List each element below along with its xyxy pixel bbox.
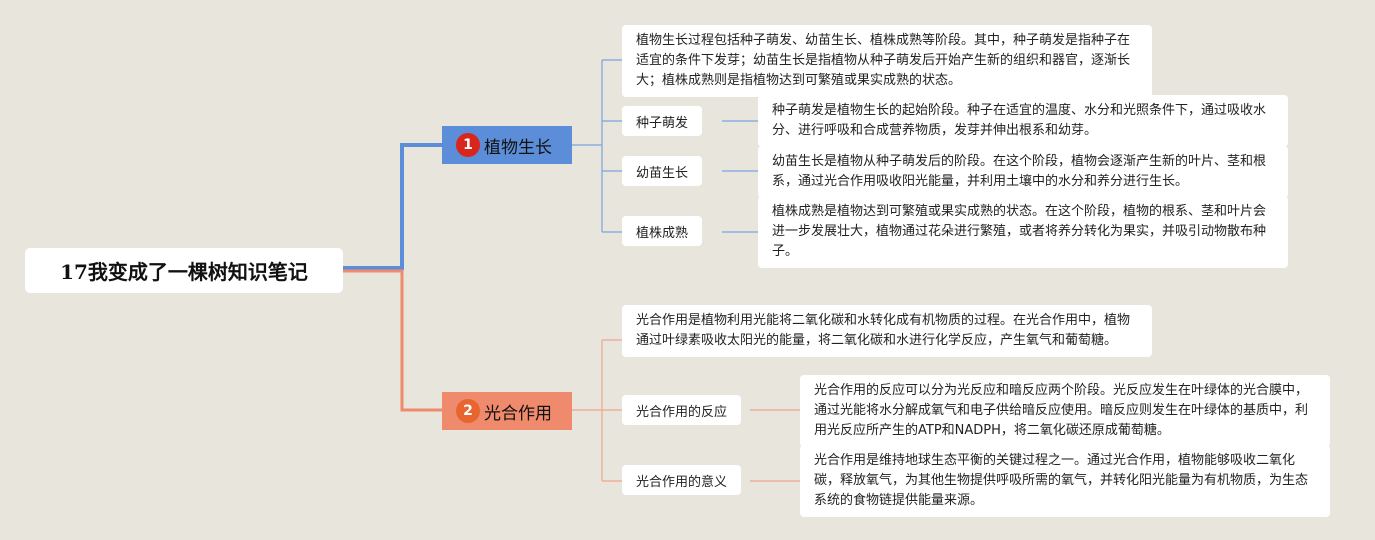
detail-seed-germination[interactable]: 种子萌发是植物生长的起始阶段。种子在适宜的温度、水分和光照条件下，通过吸收水分、… bbox=[758, 95, 1288, 147]
topic-photosynthesis-significance[interactable]: 光合作用的意义 bbox=[622, 465, 742, 495]
root-title: 17我变成了一棵树知识笔记 bbox=[60, 260, 308, 284]
topic-seed-germination[interactable]: 种子萌发 bbox=[622, 106, 703, 136]
link-root-branch1 bbox=[343, 143, 442, 270]
link-root-branch2 bbox=[343, 269, 442, 412]
topic-label: 光合作用的意义 bbox=[636, 474, 728, 490]
link-branch1-items bbox=[572, 59, 622, 233]
topic-seedling-growth[interactable]: 幼苗生长 bbox=[622, 156, 703, 186]
link-branch2-items bbox=[572, 339, 622, 482]
detail-text: 光合作用的反应可以分为光反应和暗反应两个阶段。光反应发生在叶绿体的光合膜中，通过… bbox=[814, 383, 1309, 438]
branch-plant-growth[interactable]: 1 植物生长 bbox=[442, 126, 572, 164]
branch-label: 光合作用 bbox=[484, 403, 552, 424]
detail-text: 光合作用是维持地球生态平衡的关键过程之一。通过光合作用，植物能够吸收二氧化碳，释… bbox=[814, 453, 1309, 508]
detail-seedling-growth[interactable]: 幼苗生长是植物从种子萌发后的阶段。在这个阶段，植物会逐渐产生新的叶片、茎和根系，… bbox=[758, 146, 1288, 198]
detail-photosynthesis-significance[interactable]: 光合作用是维持地球生态平衡的关键过程之一。通过光合作用，植物能够吸收二氧化碳，释… bbox=[800, 445, 1330, 517]
branch-photosynthesis[interactable]: 2 光合作用 bbox=[442, 392, 572, 430]
summary-plant-growth[interactable]: 植物生长过程包括种子萌发、幼苗生长、植株成熟等阶段。其中，种子萌发是指种子在适宜… bbox=[622, 25, 1152, 97]
topic-label: 光合作用的反应 bbox=[636, 404, 728, 420]
detail-photosynthesis-reaction[interactable]: 光合作用的反应可以分为光反应和暗反应两个阶段。光反应发生在叶绿体的光合膜中，通过… bbox=[800, 375, 1330, 447]
summary-photosynthesis[interactable]: 光合作用是植物利用光能将二氧化碳和水转化成有机物质的过程。在光合作用中，植物通过… bbox=[622, 305, 1152, 357]
detail-text: 种子萌发是植物生长的起始阶段。种子在适宜的温度、水分和光照条件下，通过吸收水分、… bbox=[772, 103, 1267, 138]
topic-label: 植株成熟 bbox=[636, 225, 689, 241]
topic-plant-maturity[interactable]: 植株成熟 bbox=[622, 216, 703, 246]
branch-label: 植物生长 bbox=[484, 137, 552, 158]
topic-label: 幼苗生长 bbox=[636, 165, 689, 181]
summary-text: 光合作用是植物利用光能将二氧化碳和水转化成有机物质的过程。在光合作用中，植物通过… bbox=[636, 313, 1131, 348]
detail-text: 幼苗生长是植物从种子萌发后的阶段。在这个阶段，植物会逐渐产生新的叶片、茎和根系，… bbox=[772, 154, 1267, 189]
topic-photosynthesis-reaction[interactable]: 光合作用的反应 bbox=[622, 395, 742, 425]
topic-label: 种子萌发 bbox=[636, 115, 689, 131]
detail-text: 植株成熟是植物达到可繁殖或果实成熟的状态。在这个阶段，植物的根系、茎和叶片会进一… bbox=[772, 204, 1267, 259]
number-badge-2: 2 bbox=[456, 399, 480, 423]
detail-plant-maturity[interactable]: 植株成熟是植物达到可繁殖或果实成熟的状态。在这个阶段，植物的根系、茎和叶片会进一… bbox=[758, 196, 1288, 268]
summary-text: 植物生长过程包括种子萌发、幼苗生长、植株成熟等阶段。其中，种子萌发是指种子在适宜… bbox=[636, 33, 1131, 88]
number-badge-1: 1 bbox=[456, 133, 480, 157]
root-topic[interactable]: 17我变成了一棵树知识笔记 bbox=[25, 248, 343, 293]
